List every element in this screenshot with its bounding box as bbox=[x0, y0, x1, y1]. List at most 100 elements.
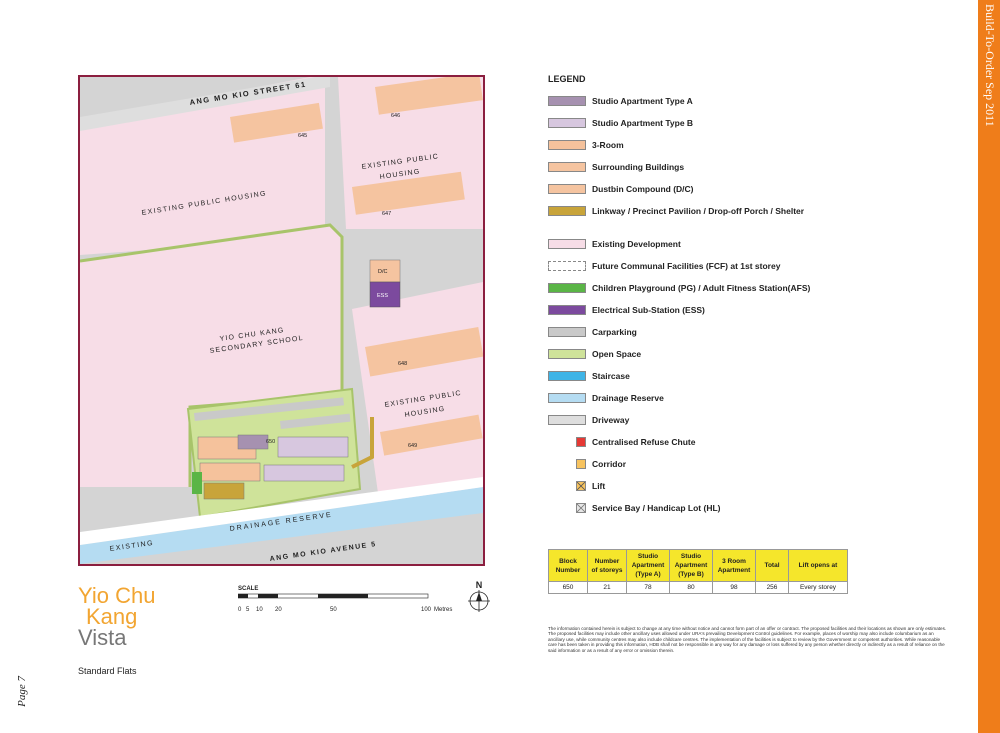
map-block-label: 649 bbox=[408, 443, 417, 449]
site-plan-svg: ANG MO KIO STREET 61 EXISTING PUBLIC HOU… bbox=[80, 77, 483, 564]
map-block-label: 646 bbox=[391, 113, 400, 119]
legend-swatch bbox=[548, 140, 586, 150]
map-facility-label: D/C bbox=[378, 269, 388, 275]
legend-swatch bbox=[548, 327, 586, 337]
lift-icon bbox=[576, 481, 586, 491]
legend-label: Driveway bbox=[592, 415, 630, 425]
site-plan-map: ANG MO KIO STREET 61 EXISTING PUBLIC HOU… bbox=[78, 75, 485, 566]
table-cell: 256 bbox=[755, 581, 789, 594]
table-cell: 80 bbox=[669, 581, 713, 594]
service-bay-icon bbox=[576, 503, 586, 513]
legend-label: Existing Development bbox=[592, 239, 681, 249]
legend-swatch bbox=[548, 118, 586, 128]
legend-label: Studio Apartment Type B bbox=[592, 118, 694, 128]
compass-icon bbox=[468, 590, 490, 612]
scale-bar-graphic bbox=[237, 593, 429, 599]
legend-item: Existing Development bbox=[548, 239, 848, 261]
legend: Studio Apartment Type A Studio Apartment… bbox=[548, 96, 848, 525]
legend-item: Studio Apartment Type B bbox=[548, 118, 848, 140]
legend-item: Centralised Refuse Chute bbox=[548, 437, 848, 459]
legend-swatch bbox=[548, 261, 586, 271]
disclaimer-text: The information contained herein is subj… bbox=[548, 626, 947, 653]
legend-swatch bbox=[548, 393, 586, 403]
legend-item: Carparking bbox=[548, 327, 848, 349]
map-block-label: 650 bbox=[266, 439, 275, 445]
table-header: Studio Apartment (Type B) bbox=[669, 549, 713, 582]
map-facility-label: ESS bbox=[377, 293, 388, 299]
legend-label: Children Playground (PG) / Adult Fitness… bbox=[592, 283, 811, 293]
legend-item: Children Playground (PG) / Adult Fitness… bbox=[548, 283, 848, 305]
logo-line-2: Kang bbox=[86, 604, 138, 629]
legend-item: Studio Apartment Type A bbox=[548, 96, 848, 118]
table-header: Number of storeys bbox=[587, 549, 627, 582]
legend-label: Studio Apartment Type A bbox=[592, 96, 693, 106]
legend-label: Centralised Refuse Chute bbox=[592, 437, 696, 447]
legend-label: Drainage Reserve bbox=[592, 393, 664, 403]
legend-label: Staircase bbox=[592, 371, 630, 381]
block-summary-table: Block Number Number of storeys Studio Ap… bbox=[548, 549, 848, 594]
table-header: 3 Room Apartment bbox=[712, 549, 756, 582]
legend-label: Carparking bbox=[592, 327, 637, 337]
scale-tick: 10 bbox=[256, 607, 263, 613]
legend-title: LEGEND bbox=[548, 74, 586, 84]
legend-label: Electrical Sub-Station (ESS) bbox=[592, 305, 705, 315]
side-tab-text: Build-To-Order Sep 2011 bbox=[983, 4, 997, 127]
legend-label: Future Communal Facilities (FCF) at 1st … bbox=[592, 261, 781, 271]
table-cell: 650 bbox=[548, 581, 588, 594]
scale-unit: Metres bbox=[434, 607, 453, 613]
legend-item: Lift bbox=[548, 481, 848, 503]
legend-label: Linkway / Precinct Pavilion / Drop-off P… bbox=[592, 206, 805, 216]
scale-tick: 50 bbox=[330, 607, 337, 613]
legend-swatch bbox=[548, 184, 586, 194]
legend-item: Linkway / Precinct Pavilion / Drop-off P… bbox=[548, 206, 848, 239]
legend-item: Dustbin Compound (D/C) bbox=[548, 184, 848, 206]
legend-item: Drainage Reserve bbox=[548, 393, 848, 415]
legend-swatch bbox=[548, 239, 586, 249]
map-block-label: 645 bbox=[298, 133, 307, 139]
legend-item: Driveway bbox=[548, 415, 848, 437]
table-header: Total bbox=[755, 549, 789, 582]
legend-item: Electrical Sub-Station (ESS) bbox=[548, 305, 848, 327]
subtitle: Standard Flats bbox=[78, 666, 137, 676]
project-logo: Yio Chu Kang Vista bbox=[78, 583, 156, 649]
legend-item: Service Bay / Handicap Lot (HL) bbox=[548, 503, 848, 525]
legend-swatch bbox=[548, 305, 586, 315]
north-label: N bbox=[475, 580, 483, 590]
scale-tick: 5 bbox=[246, 607, 250, 613]
legend-swatch bbox=[548, 371, 586, 381]
legend-item: Surrounding Buildings bbox=[548, 162, 848, 184]
legend-swatch bbox=[548, 349, 586, 359]
legend-swatch bbox=[548, 415, 586, 425]
legend-label: 3-Room bbox=[592, 140, 624, 150]
side-tab: Build-To-Order Sep 2011 bbox=[978, 0, 1000, 733]
scale-tick: 100 bbox=[421, 607, 432, 613]
scale-bar: SCALE 0 5 10 20 50 100 Metres bbox=[237, 586, 458, 616]
scale-tick: 20 bbox=[275, 607, 282, 613]
logo-line-1: Yio Chu bbox=[78, 583, 156, 608]
legend-label: Surrounding Buildings bbox=[592, 162, 685, 172]
legend-swatch bbox=[548, 96, 586, 106]
map-block-label: 647 bbox=[382, 211, 391, 217]
table-cell: 21 bbox=[587, 581, 627, 594]
scale-label: SCALE bbox=[238, 586, 259, 592]
legend-swatch bbox=[548, 162, 586, 172]
legend-label: Dustbin Compound (D/C) bbox=[592, 184, 694, 194]
legend-swatch bbox=[548, 206, 586, 216]
scale-ticks: 0 5 10 20 50 100 Metres bbox=[238, 607, 458, 615]
legend-label: Corridor bbox=[592, 459, 626, 469]
legend-item: 3-Room bbox=[548, 140, 848, 162]
legend-swatch bbox=[548, 283, 586, 293]
table-cell: 98 bbox=[712, 581, 756, 594]
legend-swatch bbox=[576, 459, 586, 469]
table-cell: Every storey bbox=[788, 581, 848, 594]
table-cell: 78 bbox=[626, 581, 670, 594]
table-header-row: Block Number Number of storeys Studio Ap… bbox=[548, 549, 848, 582]
legend-item: Open Space bbox=[548, 349, 848, 371]
legend-item: Staircase bbox=[548, 371, 848, 393]
north-arrow: N bbox=[468, 580, 490, 614]
legend-item: Corridor bbox=[548, 459, 848, 481]
scale-tick: 0 bbox=[238, 607, 242, 613]
legend-label: Open Space bbox=[592, 349, 642, 359]
table-header: Lift opens at bbox=[788, 549, 848, 582]
table-row: 650 21 78 80 98 256 Every storey bbox=[548, 581, 848, 594]
